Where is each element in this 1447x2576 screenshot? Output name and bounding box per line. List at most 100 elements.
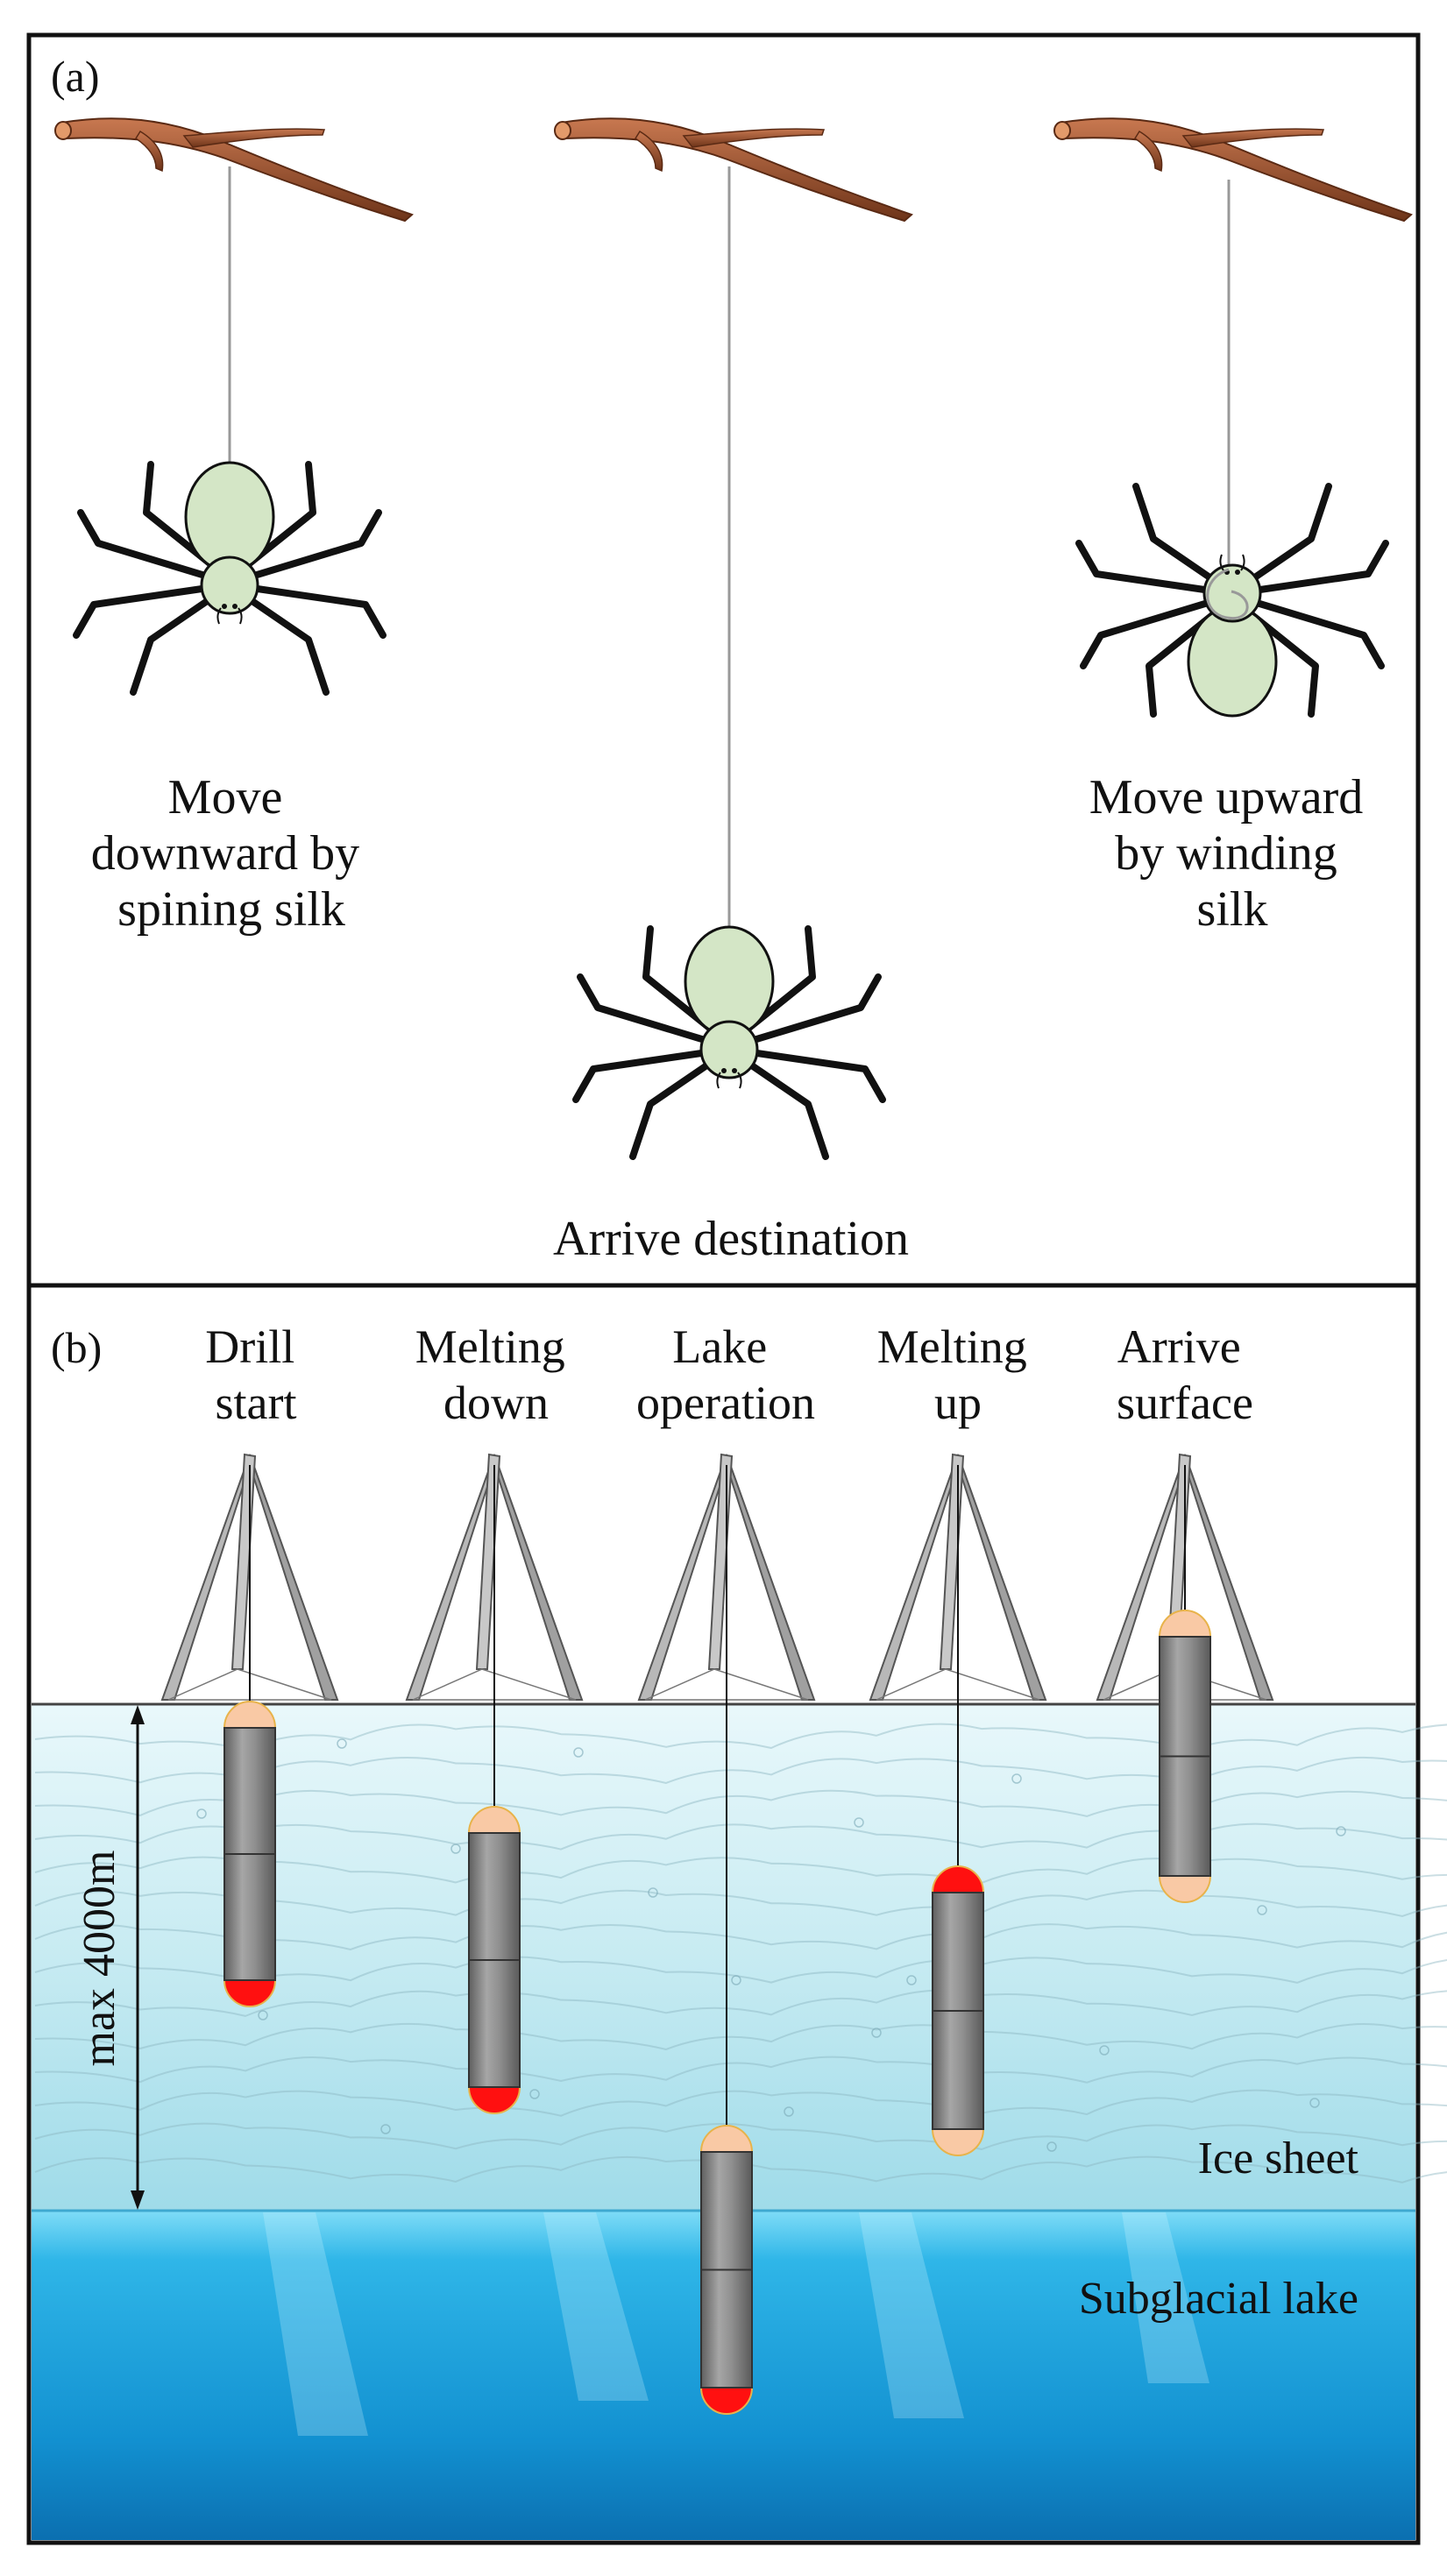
- spider-leg: [1241, 483, 1332, 588]
- melting-probe: [1158, 1610, 1212, 1903]
- lake-light-rays: [263, 2212, 1209, 2436]
- ice-bubble: [450, 1844, 461, 1854]
- ice-texture: [34, 1723, 1447, 2183]
- stage-title-lake-operation-line-2: operation: [636, 1376, 815, 1429]
- drill-tripod: [637, 1453, 816, 1701]
- probe-top-cap: [223, 1701, 277, 1729]
- spider-leg: [77, 509, 217, 582]
- cables: [249, 1465, 1186, 2126]
- ice-bubble: [196, 1808, 207, 1819]
- stage-title-lake-operation: Lake operation: [636, 1320, 815, 1429]
- stage-title-drill-start: Drill start: [205, 1320, 307, 1429]
- spider-leg: [629, 1055, 720, 1160]
- spider-head: [200, 556, 259, 615]
- branch-twig: [682, 128, 826, 148]
- spider-leg: [1245, 540, 1389, 595]
- stage-title-melting-up-line-2: up: [934, 1376, 982, 1429]
- stage-title-melting-down-line-1: Melting: [415, 1320, 565, 1373]
- stage-title-melting-down: Melting down: [415, 1320, 578, 1429]
- branch-twig: [182, 128, 326, 148]
- branch-left: [54, 117, 414, 223]
- melting-probe: [699, 2125, 754, 2415]
- caption-arrive-line-1: Arrive destination: [553, 1212, 909, 1266]
- branch-middle: [554, 117, 913, 223]
- probe-top-cap: [1158, 1610, 1212, 1638]
- spider-leg: [572, 1048, 717, 1103]
- probe-bottom-cap: [931, 2128, 985, 2156]
- branch-cut-end: [554, 121, 571, 140]
- branch-main: [60, 117, 414, 223]
- ice-bubble: [1046, 2141, 1057, 2152]
- spider-leg: [1132, 483, 1224, 588]
- spider-eye: [732, 1068, 737, 1073]
- spider-abdomen: [1187, 605, 1278, 718]
- spider-leg: [1075, 540, 1220, 595]
- ice-bubble: [871, 2028, 882, 2038]
- spider-leg: [238, 591, 330, 696]
- ice-layer-line: [34, 2089, 1447, 2117]
- stage-title-lake-operation-line-1: Lake: [672, 1320, 767, 1373]
- spider-head: [699, 1020, 759, 1079]
- stage-title-melting-up: Melting up: [877, 1320, 1039, 1429]
- spider-ascending: [1075, 483, 1389, 718]
- spider-head: [1202, 563, 1262, 623]
- silk-loop: [1206, 568, 1249, 620]
- branch-right: [1053, 117, 1413, 223]
- spider-leg: [73, 584, 217, 639]
- caption-move-up-line-1: Move upward: [1089, 770, 1364, 824]
- caption-move-down-line-2: downward by: [91, 826, 359, 881]
- branch-twig: [1133, 130, 1163, 173]
- spider-leg: [577, 973, 717, 1046]
- melting-probe: [467, 1806, 521, 2114]
- probe-top-cap: [467, 1806, 521, 1834]
- branch-twig: [1181, 128, 1325, 148]
- spider-leg: [741, 973, 882, 1046]
- ice-layer-line: [34, 1789, 1447, 1817]
- spider-fangs: [1219, 554, 1245, 571]
- ice-layer-line: [34, 1822, 1447, 1851]
- spider-eye: [1235, 570, 1240, 575]
- melting-probe: [931, 1865, 985, 2156]
- ice-layer-line: [34, 1989, 1447, 2017]
- ice-layer-line: [34, 1923, 1447, 1951]
- ice-bubble: [1309, 2098, 1320, 2108]
- spider-eye: [232, 604, 238, 609]
- stage-title-drill-start-line-2: start: [216, 1376, 297, 1429]
- spider-leg: [1080, 597, 1220, 669]
- ice-layer-line: [34, 1756, 1447, 1785]
- branch-cut-end: [54, 121, 72, 140]
- spider-fangs: [716, 1072, 742, 1089]
- stage-title-melting-up-line-1: Melting: [877, 1320, 1027, 1373]
- spider-leg: [242, 584, 387, 639]
- ice-bubble: [1011, 1773, 1022, 1784]
- spider-leg: [242, 509, 382, 582]
- subglacial-lake-label: Subglacial lake: [1079, 2274, 1358, 2324]
- ice-layer-line: [34, 1723, 1447, 1751]
- ice-bubble: [1257, 1905, 1267, 1915]
- ice-layer-line: [34, 2022, 1447, 2051]
- caption-move-up-line-3: silk: [1197, 882, 1268, 937]
- ice-layer-line: [34, 1889, 1447, 1917]
- probe-bottom-cap: [223, 1979, 277, 2007]
- spider-abdomen: [184, 461, 275, 573]
- spider-eye: [721, 1068, 727, 1073]
- ice-bubble: [648, 1887, 658, 1898]
- ice-bubble: [573, 1747, 584, 1758]
- ice-bubble: [906, 1975, 917, 1985]
- stage-title-arrive-surface-line-2: surface: [1117, 1376, 1253, 1429]
- probe-bottom-cap: [467, 2086, 521, 2114]
- ice-bubble: [854, 1817, 864, 1828]
- spider-leg: [1245, 597, 1385, 669]
- ice-bubble: [337, 1738, 347, 1749]
- caption-move-up: Move upward by winding silk: [1089, 770, 1376, 937]
- probe-top-cap: [931, 1865, 985, 1893]
- spider-leg: [741, 1048, 886, 1103]
- melting-probe: [223, 1701, 277, 2007]
- stage-title-melting-down-line-2: down: [443, 1376, 549, 1429]
- branch-cut-end: [1053, 121, 1071, 140]
- ice-bubble: [258, 2010, 268, 2020]
- panel-b-label: (b): [51, 1323, 102, 1372]
- probe-bottom-cap: [1158, 1875, 1212, 1903]
- branch-twig: [634, 130, 663, 173]
